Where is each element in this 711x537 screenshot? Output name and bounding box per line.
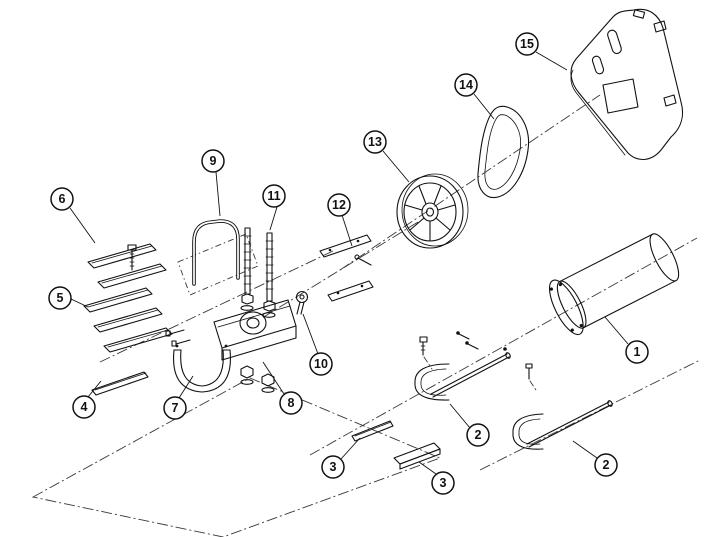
callout-15: 15	[515, 32, 539, 56]
callout-14-number: 14	[459, 78, 473, 92]
part-2-auger-rear	[512, 363, 613, 450]
part-13-pulley	[396, 173, 469, 249]
callout-7-circle	[163, 396, 187, 420]
part-4-rod	[91, 371, 149, 396]
callout-10-circle	[309, 352, 333, 376]
callout-2-front-circle	[466, 423, 490, 447]
callout-14: 14	[454, 73, 478, 97]
callout-2-rear-number: 2	[603, 458, 610, 472]
callout-12-circle	[327, 193, 351, 217]
part-12-straps	[319, 234, 374, 302]
hidden-outline-box	[177, 233, 259, 296]
callout-7: 7	[163, 396, 187, 420]
callout-11-number: 11	[267, 189, 280, 203]
callout-5-number: 5	[57, 291, 64, 305]
callout-4-circle	[72, 395, 96, 419]
callout-2-front: 2	[466, 423, 490, 447]
callout-3-bar: 3	[431, 471, 455, 495]
callout-4-number: 4	[81, 400, 88, 414]
part-10-swivel-hanger	[295, 290, 309, 315]
callout-9-circle	[201, 149, 225, 173]
callout-8: 8	[279, 391, 303, 415]
callout-4: 4	[72, 395, 96, 419]
callout-2-front-number: 2	[475, 428, 482, 442]
callout-12: 12	[327, 193, 351, 217]
callout-7-number: 7	[172, 401, 179, 415]
callout-13: 13	[363, 130, 387, 154]
callout-14-circle	[454, 73, 478, 97]
callout-3-bar-circle	[431, 471, 455, 495]
part-7-band-clamp	[173, 344, 231, 393]
callout-3-rod: 3	[321, 455, 345, 479]
centerlines	[31, 94, 701, 537]
callout-8-circle	[279, 391, 303, 415]
callout-6: 6	[50, 187, 74, 211]
callout-15-circle	[515, 32, 539, 56]
part-3-bar	[393, 442, 441, 470]
part-6-slide-rails-upper	[87, 243, 167, 289]
callout-10-number: 10	[314, 357, 328, 371]
part-8-bearing-mount	[165, 299, 297, 393]
part-15-drive-cover	[570, 8, 684, 160]
callout-11-circle	[262, 184, 286, 208]
callout-1: 1	[625, 340, 649, 364]
callout-3-rod-number: 3	[330, 460, 337, 474]
callout-13-circle	[363, 130, 387, 154]
callout-8-number: 8	[288, 396, 295, 410]
part-3-rod	[351, 420, 394, 442]
callout-10: 10	[309, 352, 333, 376]
part-14-v-belt	[477, 105, 530, 199]
callout-11: 11	[262, 184, 286, 208]
callout-3-rod-circle	[321, 455, 345, 479]
callout-13-number: 13	[368, 135, 382, 149]
callout-5-circle	[48, 286, 72, 310]
part-9-u-bolt	[192, 219, 240, 286]
callouts: 15 14 13 12 11 9 6 5	[48, 32, 649, 495]
callout-2-rear-circle	[594, 453, 618, 477]
callout-12-number: 12	[332, 198, 346, 212]
callout-3-bar-number: 3	[440, 476, 447, 490]
callout-6-number: 6	[59, 192, 66, 206]
callout-5: 5	[48, 286, 72, 310]
callout-1-number: 1	[634, 345, 641, 359]
callout-15-number: 15	[520, 37, 534, 51]
part-5-slide-rails-lower	[83, 287, 173, 353]
callout-2-rear: 2	[594, 453, 618, 477]
part-1-tube	[548, 233, 680, 336]
callout-9-number: 9	[210, 154, 217, 168]
leader-lines	[69, 51, 629, 475]
callout-9: 9	[201, 149, 225, 173]
callout-1-circle	[625, 340, 649, 364]
part-11-threaded-rods	[240, 227, 276, 318]
callout-6-circle	[50, 187, 74, 211]
part-2-auger-front	[414, 331, 511, 401]
